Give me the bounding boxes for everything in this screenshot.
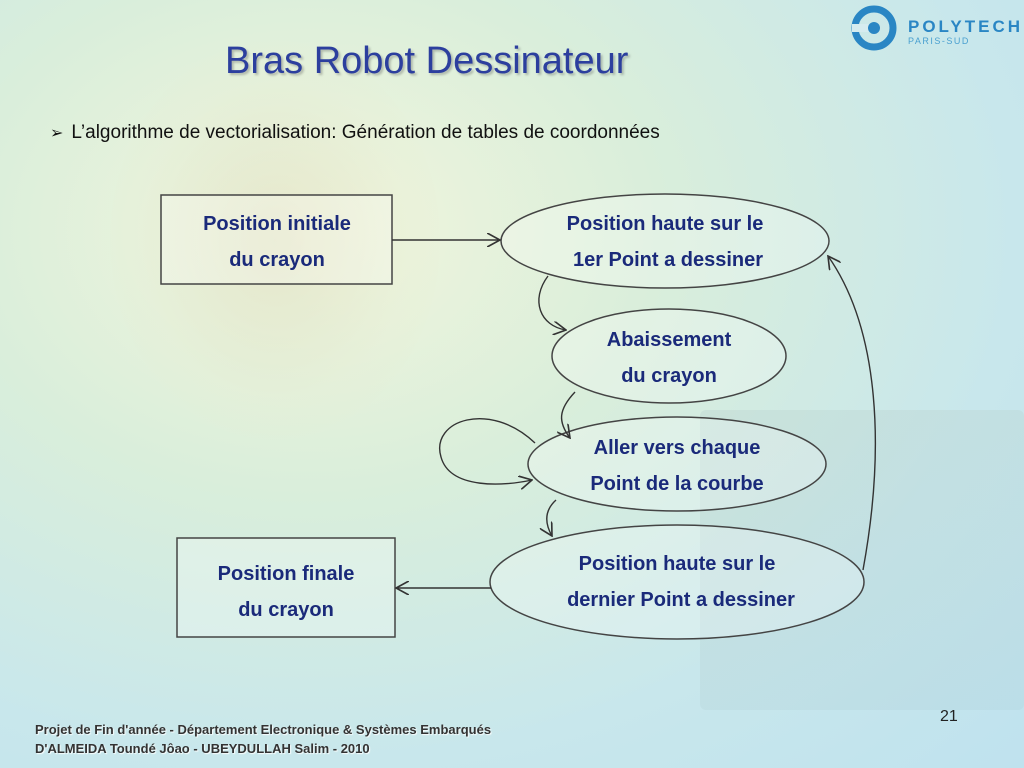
circuit-board-background-image [700,410,1024,710]
node-position-initiale-line2: du crayon [229,249,325,271]
polytech-logo: POLYTECH PARIS-SUD [850,4,1020,54]
node-abaissement-line1: Abaissement [607,329,732,351]
page-number: 21 [940,708,958,725]
node-position-haute-premier-line2: 1er Point a dessiner [573,249,763,271]
edge-haute-to-abaissement [538,275,566,330]
node-aller-vers-line1: Aller vers chaque [594,437,761,459]
node-abaissement-line2: du crayon [621,365,717,387]
edge-dernier-to-haute [828,256,877,571]
node-position-haute-dernier-line1: Position haute sur le [579,553,776,575]
node-position-initiale-line1: Position initiale [203,213,351,235]
footer-line1: Projet de Fin d'année - Département Elec… [35,722,492,737]
node-abaissement: Abaissement du crayon [551,308,787,404]
node-position-haute-dernier-line2: dernier Point a dessiner [567,589,795,611]
arrow-bullet-icon: ➢ [50,125,64,142]
edge-abaissement-to-aller [562,391,576,438]
logo-subtitle: PARIS-SUD [908,36,970,46]
edge-aller-to-dernier [547,499,557,536]
logo-name: POLYTECH [908,17,1024,36]
bullet-text: L’algorithme de vectorialisation: Généra… [71,122,660,143]
slide-title: Bras Robot Dessinateur [225,40,629,82]
node-position-finale-line2: du crayon [238,599,334,621]
node-position-initiale: Position initiale du crayon [160,194,393,285]
node-position-haute-dernier: Position haute sur le dernier Point a de… [489,524,865,640]
node-position-finale-line1: Position finale [218,563,355,585]
polytech-logo-icon [851,5,897,51]
edge-aller-self-loop [438,418,536,484]
node-aller-vers: Aller vers chaque Point de la courbe [527,416,827,512]
node-position-finale: Position finale du crayon [176,537,396,638]
footer-line2: D'ALMEIDA Toundé Jôao - UBEYDULLAH Salim… [35,741,370,756]
node-aller-vers-line2: Point de la courbe [590,473,763,495]
node-position-haute-premier: Position haute sur le 1er Point a dessin… [500,193,830,289]
footer: Projet de Fin d'année - Département Elec… [35,720,491,758]
bullet-point: ➢ L’algorithme de vectorialisation: Génér… [50,122,660,144]
robot-background-image [110,40,440,440]
node-position-haute-premier-line1: Position haute sur le [567,213,764,235]
